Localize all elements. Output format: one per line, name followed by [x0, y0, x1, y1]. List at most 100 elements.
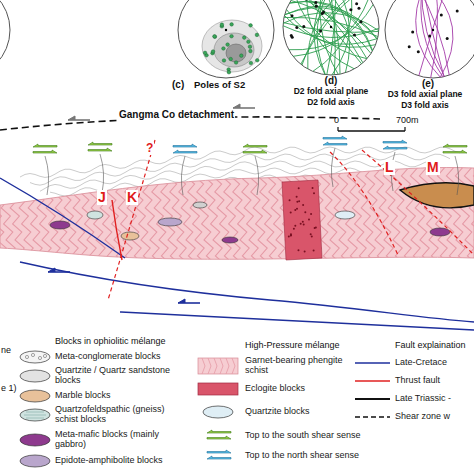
garnet-dot — [294, 209, 296, 211]
shear-arrow-half — [207, 436, 231, 439]
legend-text: Quartzofeldspathic (gneiss) schist block… — [55, 405, 190, 424]
great-circle — [327, 0, 336, 75]
gneiss-swatch — [20, 409, 50, 421]
shear-arrow-half — [207, 450, 231, 453]
garnet-dot — [303, 224, 305, 226]
fold-stripe — [208, 358, 211, 374]
melange-block — [158, 218, 182, 226]
garnet-dot — [290, 233, 292, 235]
density-contour — [214, 33, 254, 67]
stereonet-outline — [385, 0, 474, 78]
legend-text: Meta-mafic blocks (mainly gabbro) — [55, 430, 190, 449]
great-circle — [421, 0, 443, 77]
legend-text: Late-Cretace — [395, 358, 447, 368]
legend-text: Top to the north shear sense — [245, 451, 359, 461]
garnet-dot — [304, 251, 306, 253]
fold-stripe — [232, 358, 235, 374]
panel-letter: (e) — [422, 79, 434, 90]
stereonet-outline — [0, 0, 10, 78]
stereonet-caption: D3 fold axial plane — [388, 90, 463, 99]
pole-dot — [211, 50, 215, 54]
pole-dot — [234, 61, 238, 65]
leader-line — [455, 156, 459, 195]
triassic-fault-swatch — [355, 398, 390, 400]
fold-stripe — [471, 160, 474, 264]
query-mark: ? — [145, 142, 154, 155]
stereonet — [385, 0, 474, 78]
garnet-dot — [312, 187, 314, 189]
pole-dot — [213, 35, 217, 39]
pole-dot — [222, 59, 226, 63]
scale-tick — [404, 127, 405, 131]
shear-sense-arrow — [173, 144, 197, 153]
shear-arrow-half — [443, 144, 467, 147]
stereonet-caption: D2 fold axis — [307, 98, 355, 107]
melange-block — [430, 228, 450, 236]
fold-axis-dot — [355, 2, 358, 5]
shear-arrow-half — [383, 146, 407, 149]
cut-legend-text: ne — [1, 346, 11, 356]
fold-stripe — [0, 160, 9, 264]
shear-sense-arrow — [33, 144, 57, 153]
legend-text: Epidote-amphibolite blocks — [55, 456, 190, 466]
shear-sense-arrow — [243, 144, 267, 153]
thrust-fault-blue — [0, 178, 125, 258]
garnet-dot — [294, 225, 296, 227]
shear-sense-arrow — [443, 144, 467, 153]
shear-sense-arrow — [383, 140, 407, 149]
garnet-dot — [297, 249, 299, 251]
stereonet-content — [202, 20, 262, 74]
melange-block — [121, 232, 139, 240]
great-circle — [285, 6, 378, 39]
legend-text: Meta-conglomerate blocks — [55, 352, 190, 362]
garnet-dot — [289, 199, 291, 201]
fold-axis-dot — [428, 34, 431, 37]
melange-block — [193, 202, 207, 208]
fold-axis-dot — [408, 45, 411, 48]
metamafic-swatch — [20, 434, 50, 446]
panel-letter: (c) — [172, 80, 184, 91]
legend-text: Thrust fault — [395, 376, 440, 386]
shear-arrow-half — [243, 150, 267, 153]
pole-dot — [248, 45, 252, 49]
hp-quartzite-swatch — [203, 406, 233, 418]
section-letter: K — [126, 190, 138, 205]
fold-axis-dot — [314, 1, 317, 4]
garnet-dot — [298, 200, 300, 202]
slip-arrow-head — [48, 268, 55, 272]
section-letter: M — [426, 160, 440, 175]
fold-axis-dot — [417, 50, 420, 53]
stereonet-caption: D3 fold axis — [401, 101, 449, 110]
fold-axis-dot — [291, 14, 294, 17]
fold-axis-dot — [456, 10, 459, 13]
section-letter: J — [97, 190, 107, 205]
conglomerate-swatch — [20, 351, 50, 363]
garnet-dot — [302, 204, 304, 206]
shear-arrow-half — [88, 142, 112, 145]
garnet-dot — [311, 236, 313, 238]
great-circle — [293, 0, 369, 56]
garnet-dot — [296, 208, 298, 210]
pole-dot — [230, 34, 234, 38]
legend-swatches — [20, 351, 390, 467]
garnet-dot — [304, 211, 306, 213]
fold-axis-dot — [446, 37, 449, 40]
fold-stripe — [453, 160, 474, 264]
epidote-amphibolite-swatch — [20, 455, 50, 467]
shear-arrow-half — [323, 136, 347, 139]
legend-text: Quartzite / Quartz sandstone blocks — [55, 366, 190, 385]
slip-arrow-head — [233, 104, 240, 108]
inferred-fault — [108, 140, 155, 300]
fold-axis-dot — [359, 20, 362, 23]
fold-axis-dot — [290, 34, 293, 37]
clast — [31, 353, 34, 356]
clast — [38, 356, 41, 359]
stereonet — [178, 0, 274, 78]
legend-text: Top to the south shear sense — [245, 431, 361, 441]
shear-arrow-half — [207, 456, 231, 459]
garnet-dot — [310, 213, 312, 215]
legend-text: Quartzite blocks — [245, 407, 345, 417]
thrust-fault-swatch — [355, 380, 390, 382]
great-circle — [286, 9, 375, 47]
shear-sense-arrow — [88, 142, 112, 151]
